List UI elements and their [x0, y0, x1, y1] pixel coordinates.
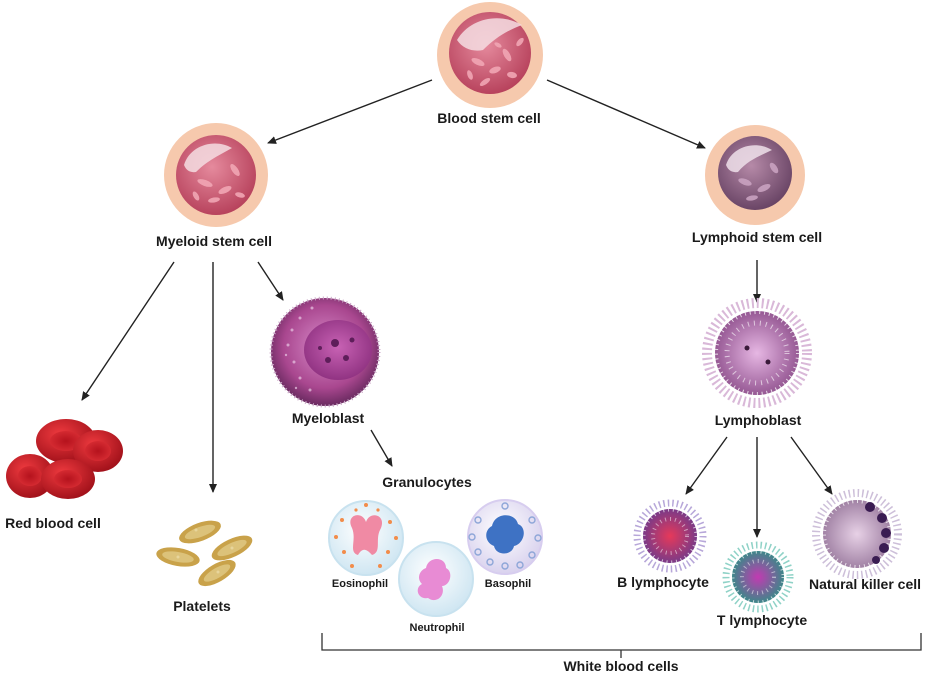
lymphoblast-icon [702, 298, 812, 408]
natural-killer-cell-icon [812, 489, 902, 579]
label-neutrophil: Neutrophil [409, 622, 465, 634]
basophil-icon [467, 499, 543, 575]
arrow-to-red-blood-cell [81, 261, 175, 401]
red-blood-cell-icon [6, 419, 123, 499]
eosinophil-icon [328, 500, 404, 576]
label-lymphoid-stem-cell: Lymphoid stem cell [691, 229, 823, 245]
label-red-blood-cell: Red blood cell [5, 515, 101, 531]
lymphoid-stem-cell-icon [705, 125, 805, 225]
label-granulocytes: Granulocytes [382, 474, 472, 490]
myeloid-stem-cell-icon [164, 123, 268, 227]
arrow-to-natural-killer [790, 436, 833, 495]
label-white-blood-cells: White blood cells [563, 658, 679, 674]
label-eosinophil: Eosinophil [331, 578, 389, 590]
label-t-lymphocyte: T lymphocyte [716, 612, 808, 628]
label-natural-killer-cell: Natural killer cell [808, 576, 922, 592]
b-lymphocyte-icon [633, 499, 707, 573]
white-blood-cells-bracket [321, 633, 922, 658]
label-lymphoblast: Lymphoblast [714, 412, 802, 428]
arrow-to-myeloid [267, 79, 433, 144]
blood-stem-cell-icon [437, 2, 543, 108]
label-myeloblast: Myeloblast [291, 410, 365, 426]
arrow-to-b-lymphocyte [685, 436, 728, 495]
platelets-icon [156, 520, 253, 587]
arrow-to-granulocytes [370, 429, 393, 467]
label-myeloid-stem-cell: Myeloid stem cell [156, 233, 272, 249]
myeloblast-icon [269, 296, 381, 408]
label-basophil: Basophil [484, 578, 532, 590]
label-platelets: Platelets [173, 598, 231, 614]
neutrophil-icon [398, 541, 474, 617]
lineage-arrows [81, 79, 833, 538]
arrow-to-myeloblast [257, 261, 284, 301]
arrow-to-lymphoid [546, 79, 706, 149]
label-b-lymphocyte: B lymphocyte [617, 574, 709, 590]
label-blood-stem-cell: Blood stem cell [437, 110, 541, 126]
t-lymphocyte-icon [722, 541, 794, 613]
